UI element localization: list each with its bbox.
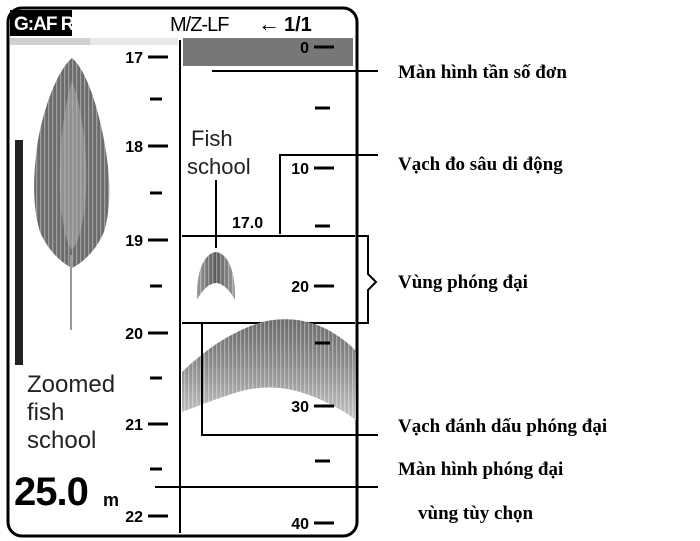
zoomed-fish-school-echo: [34, 58, 110, 330]
left-depth-label-22: 22: [125, 509, 143, 526]
callout-vrm: Vạch đo sâu di động: [398, 154, 563, 175]
header-gain-text: G:AF R:A: [14, 14, 93, 35]
header-strip-left: [10, 38, 90, 45]
single-frequency-surface-band: [183, 38, 353, 66]
callout-zoom-area: Vùng phóng đại: [398, 272, 528, 293]
left-depth-label-19: 19: [125, 233, 143, 250]
right-depth-label-10: 10: [291, 161, 309, 178]
callout-zoom-display-line-1: Màn hình phóng đại: [398, 459, 563, 480]
callout-labels: Màn hình tần số đơn Vạch đo sâu di động …: [398, 62, 607, 524]
right-depth-scale: 0 10 20 30 40: [291, 40, 334, 533]
callout-brace-zoom-area: [357, 235, 378, 324]
fish-school-label-line-1: Fish: [191, 126, 233, 151]
zoomed-label-line-1: Zoomed: [27, 371, 115, 398]
depth-readout-value: 25.0: [14, 470, 88, 514]
zoomed-label-line-3: school: [27, 427, 96, 454]
fish-school-echo: [196, 252, 236, 300]
left-depth-label-21: 21: [125, 417, 143, 434]
callout-line-zoom-marker: [201, 323, 378, 436]
seabed-echo: [182, 319, 356, 420]
header-bar: G:AF R:A M/Z-LF ← 1/1: [10, 10, 353, 66]
right-depth-label-30: 30: [291, 399, 309, 416]
header-mode-text: M/Z-LF: [170, 14, 229, 36]
left-gain-bar: [15, 140, 23, 365]
depth-readout-unit: m: [103, 490, 119, 510]
header-strip-mid: [90, 38, 178, 45]
fish-school-label-line-2: school: [187, 154, 251, 179]
header-mode-badge: [10, 10, 72, 36]
callout-zoom-display-line-2: vùng tùy chọn: [418, 503, 534, 524]
header-page-text: 1/1: [284, 14, 312, 36]
callout-zoom-marker: Vạch đánh dấu phóng đại: [398, 416, 607, 437]
left-depth-label-18: 18: [125, 139, 143, 156]
zoomed-fish-school-label: Zoomed fish school: [27, 371, 115, 454]
callout-single-frequency: Màn hình tần số đơn: [398, 62, 567, 83]
vrm-value: 17.0: [232, 215, 263, 232]
right-depth-label-20: 20: [291, 279, 309, 296]
zoomed-label-line-2: fish: [27, 399, 64, 426]
right-depth-label-0: 0: [300, 40, 309, 57]
right-depth-label-40: 40: [291, 516, 309, 533]
left-depth-label-17: 17: [125, 50, 143, 67]
header-arrow-icon: ←: [258, 11, 280, 36]
left-depth-scale: 17 18 19 20 21 22: [125, 50, 168, 526]
left-depth-label-20: 20: [125, 326, 143, 343]
callout-lines: [155, 70, 378, 488]
callout-line-vrm: [279, 154, 378, 234]
